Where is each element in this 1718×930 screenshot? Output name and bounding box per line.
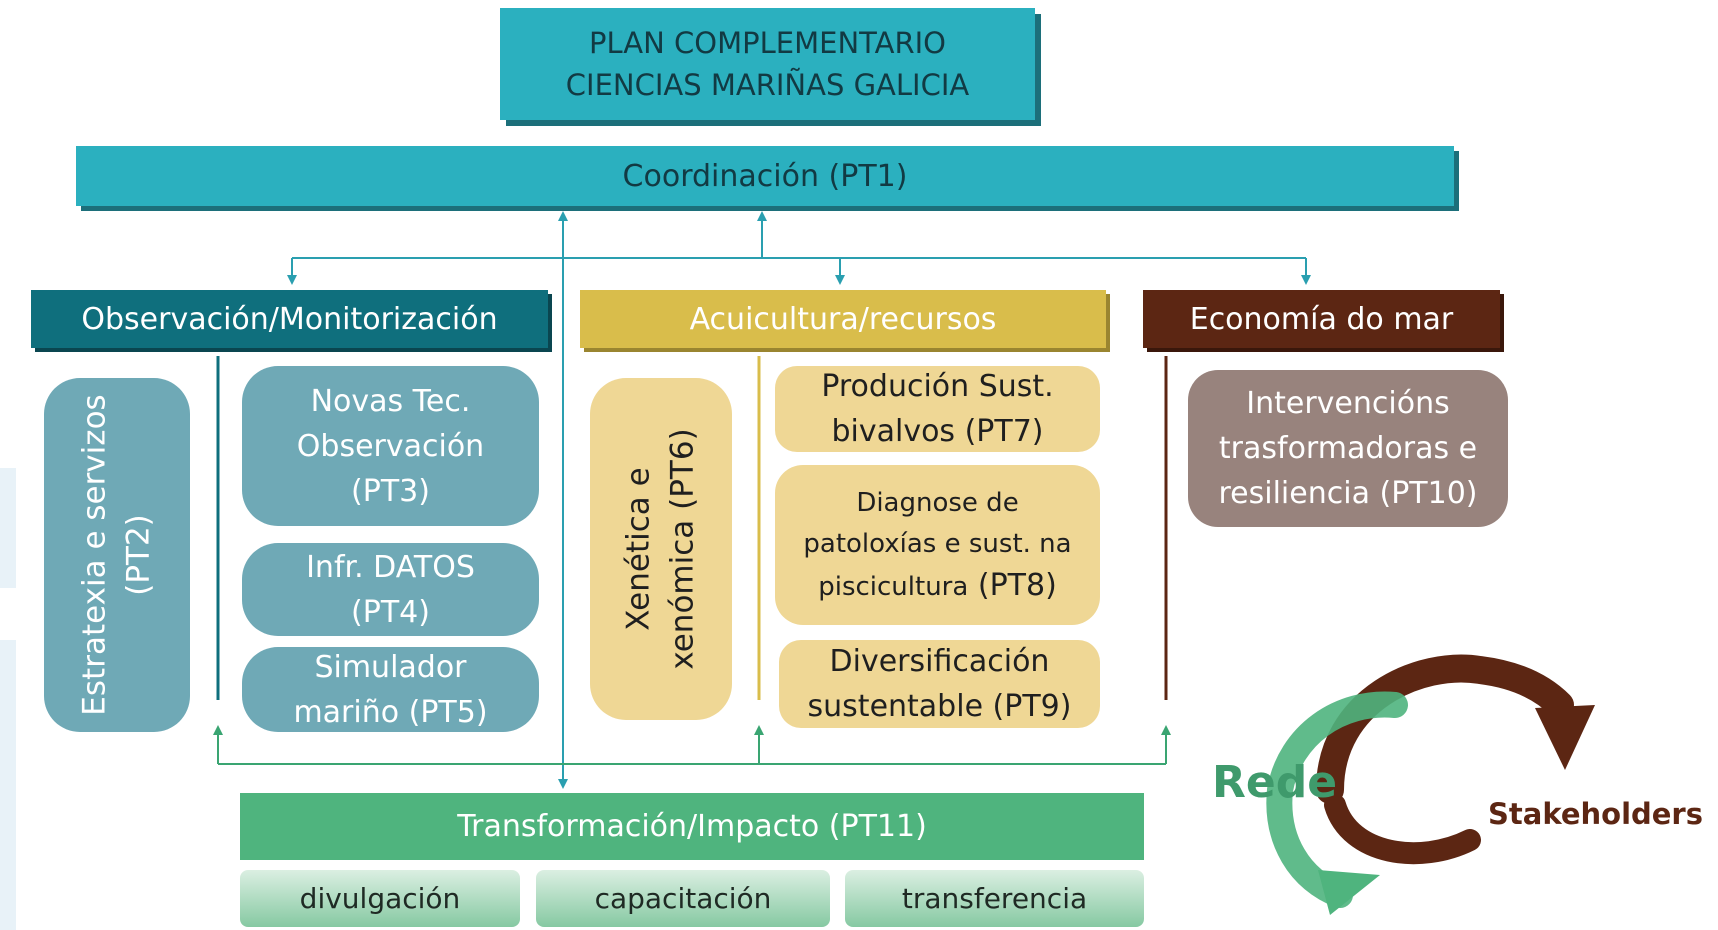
pt7-line: bivalvos (PT7) (831, 414, 1044, 449)
pt7-line: Produción Sust. (821, 369, 1054, 404)
pt8-line-3: piscicultura (PT8) (818, 565, 1057, 608)
coordination-bar: Coordinación (PT1) (76, 146, 1454, 206)
pt6-line-2: xenómica (PT6) (665, 428, 702, 670)
pt4-box: Infr. DATOS (PT4) (242, 543, 539, 636)
pt6-line-1: Xenética e (621, 467, 658, 631)
sub-dissemination-label: divulgación (299, 882, 461, 915)
title-line-2: CIENCIAS MARIÑAS GALICIA (565, 68, 970, 102)
pt7-box: Produción Sust. bivalvos (PT7) (775, 366, 1100, 452)
sub-training: capacitación (536, 870, 830, 927)
green-cycle-arc (1266, 691, 1408, 908)
brown-cycle-arc (1316, 654, 1574, 804)
pt5-box: Simulador mariño (PT5) (242, 647, 539, 732)
green-arrow-head (1318, 870, 1380, 915)
sub-dissemination: divulgación (240, 870, 520, 927)
pt4-line: Infr. DATOS (306, 549, 475, 585)
pt8-box: Diagnose de patoloxías e sust. na piscic… (775, 465, 1100, 625)
aquaculture-header: Acuicultura/recursos (580, 290, 1106, 348)
sub-transfer-label: transferencia (901, 882, 1088, 915)
pt6-text: Xenética e xenómica (PT6) (617, 428, 705, 669)
sub-transfer: transferencia (845, 870, 1144, 927)
pt4-line: (PT4) (351, 594, 430, 630)
title-line-1: PLAN COMPLEMENTARIO (589, 26, 946, 60)
pt9-box: Diversificación sustentable (PT9) (779, 640, 1100, 728)
pt3-line: Novas Tec. (310, 383, 471, 419)
pt6-box: Xenética e xenómica (PT6) (590, 378, 732, 720)
economy-header-label: Economía do mar (1189, 301, 1454, 337)
pt2-line-2: (PT2) (121, 514, 157, 596)
coordination-label: Coordinación (PT1) (622, 158, 908, 194)
pt3-box: Novas Tec. Observación (PT3) (242, 366, 539, 526)
plan-title: PLAN COMPLEMENTARIO CIENCIAS MARIÑAS GAL… (500, 8, 1035, 120)
left-edge-tint (0, 640, 16, 930)
pt5-line: Simulador (314, 649, 467, 685)
impact-label: Transformación/Impacto (PT11) (457, 809, 927, 844)
left-edge-tint (0, 468, 16, 588)
pt2-line-1: Estratexia e servizos (77, 394, 113, 716)
observation-header: Observación/Monitorización (31, 290, 548, 348)
cycle-graphic (1266, 654, 1595, 915)
pt8-line: patoloxías e sust. na (803, 528, 1072, 559)
pt3-line: (PT3) (351, 473, 430, 509)
brown-arrow-head (1535, 705, 1595, 770)
pt10-line: resiliencia (PT10) (1218, 476, 1478, 511)
pt10-line: Intervencións (1246, 386, 1450, 421)
pt2-text: Estratexia e servizos (PT2) (73, 394, 161, 715)
pt10-line: trasformadoras e (1218, 431, 1478, 466)
pt9-line: sustentable (PT9) (807, 689, 1072, 724)
economy-header: Economía do mar (1143, 290, 1500, 348)
pt8-code: (PT8) (977, 567, 1057, 603)
pt5-line: mariño (PT5) (293, 694, 488, 730)
pt10-box: Intervencións trasformadoras e resilienc… (1188, 370, 1508, 527)
pt2-box: Estratexia e servizos (PT2) (44, 378, 190, 732)
brown-cycle-tail (1324, 794, 1481, 865)
pt9-line: Diversificación (829, 644, 1050, 679)
stakeholders-label: Stakeholders (1488, 797, 1703, 831)
rede-label: Rede (1212, 757, 1338, 808)
aquaculture-header-label: Acuicultura/recursos (689, 301, 997, 337)
pt8-line: piscicultura (818, 571, 969, 602)
pt8-line: Diagnose de (856, 487, 1019, 518)
pt3-line: Observación (296, 428, 485, 464)
impact-bar: Transformación/Impacto (PT11) (240, 793, 1144, 860)
sub-training-label: capacitación (594, 882, 772, 915)
observation-header-label: Observación/Monitorización (81, 301, 498, 337)
